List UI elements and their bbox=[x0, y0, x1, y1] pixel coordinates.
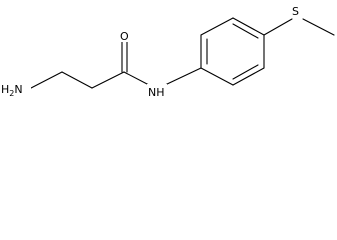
sulfur-label: S bbox=[291, 3, 302, 18]
ring-bond-5 bbox=[232, 67, 265, 86]
bond-n-ch2 bbox=[30, 71, 63, 89]
svg-text:H2N: H2N bbox=[1, 83, 23, 98]
bond-c-nh bbox=[123, 71, 150, 86]
ring-bond-2 bbox=[200, 17, 234, 36]
bond-ch2-ch2 bbox=[61, 71, 93, 89]
ring-double-3 bbox=[232, 64, 259, 80]
amine-n: N bbox=[14, 83, 22, 96]
amine-subscript: 2 bbox=[9, 89, 14, 98]
bond-nh-ring bbox=[164, 67, 202, 86]
sulfur-text: S bbox=[292, 5, 299, 18]
amine-h: H bbox=[1, 83, 9, 96]
amine-label: H2N bbox=[0, 82, 31, 98]
ring-bond-3 bbox=[232, 17, 265, 36]
bond-ch2-co bbox=[91, 71, 125, 89]
amide-nitrogen-label: NH bbox=[147, 84, 167, 99]
bond-s-ch3 bbox=[302, 18, 335, 36]
amide-nh-text: NH bbox=[148, 86, 165, 99]
carbonyl-oxygen-label: O bbox=[119, 28, 130, 43]
bond-ring-s bbox=[263, 18, 293, 36]
ring-double-2 bbox=[232, 23, 259, 39]
chemical-structure: H2N O NH S bbox=[0, 3, 335, 99]
oxygen-text: O bbox=[120, 30, 129, 43]
ring-bond-6 bbox=[200, 67, 234, 86]
